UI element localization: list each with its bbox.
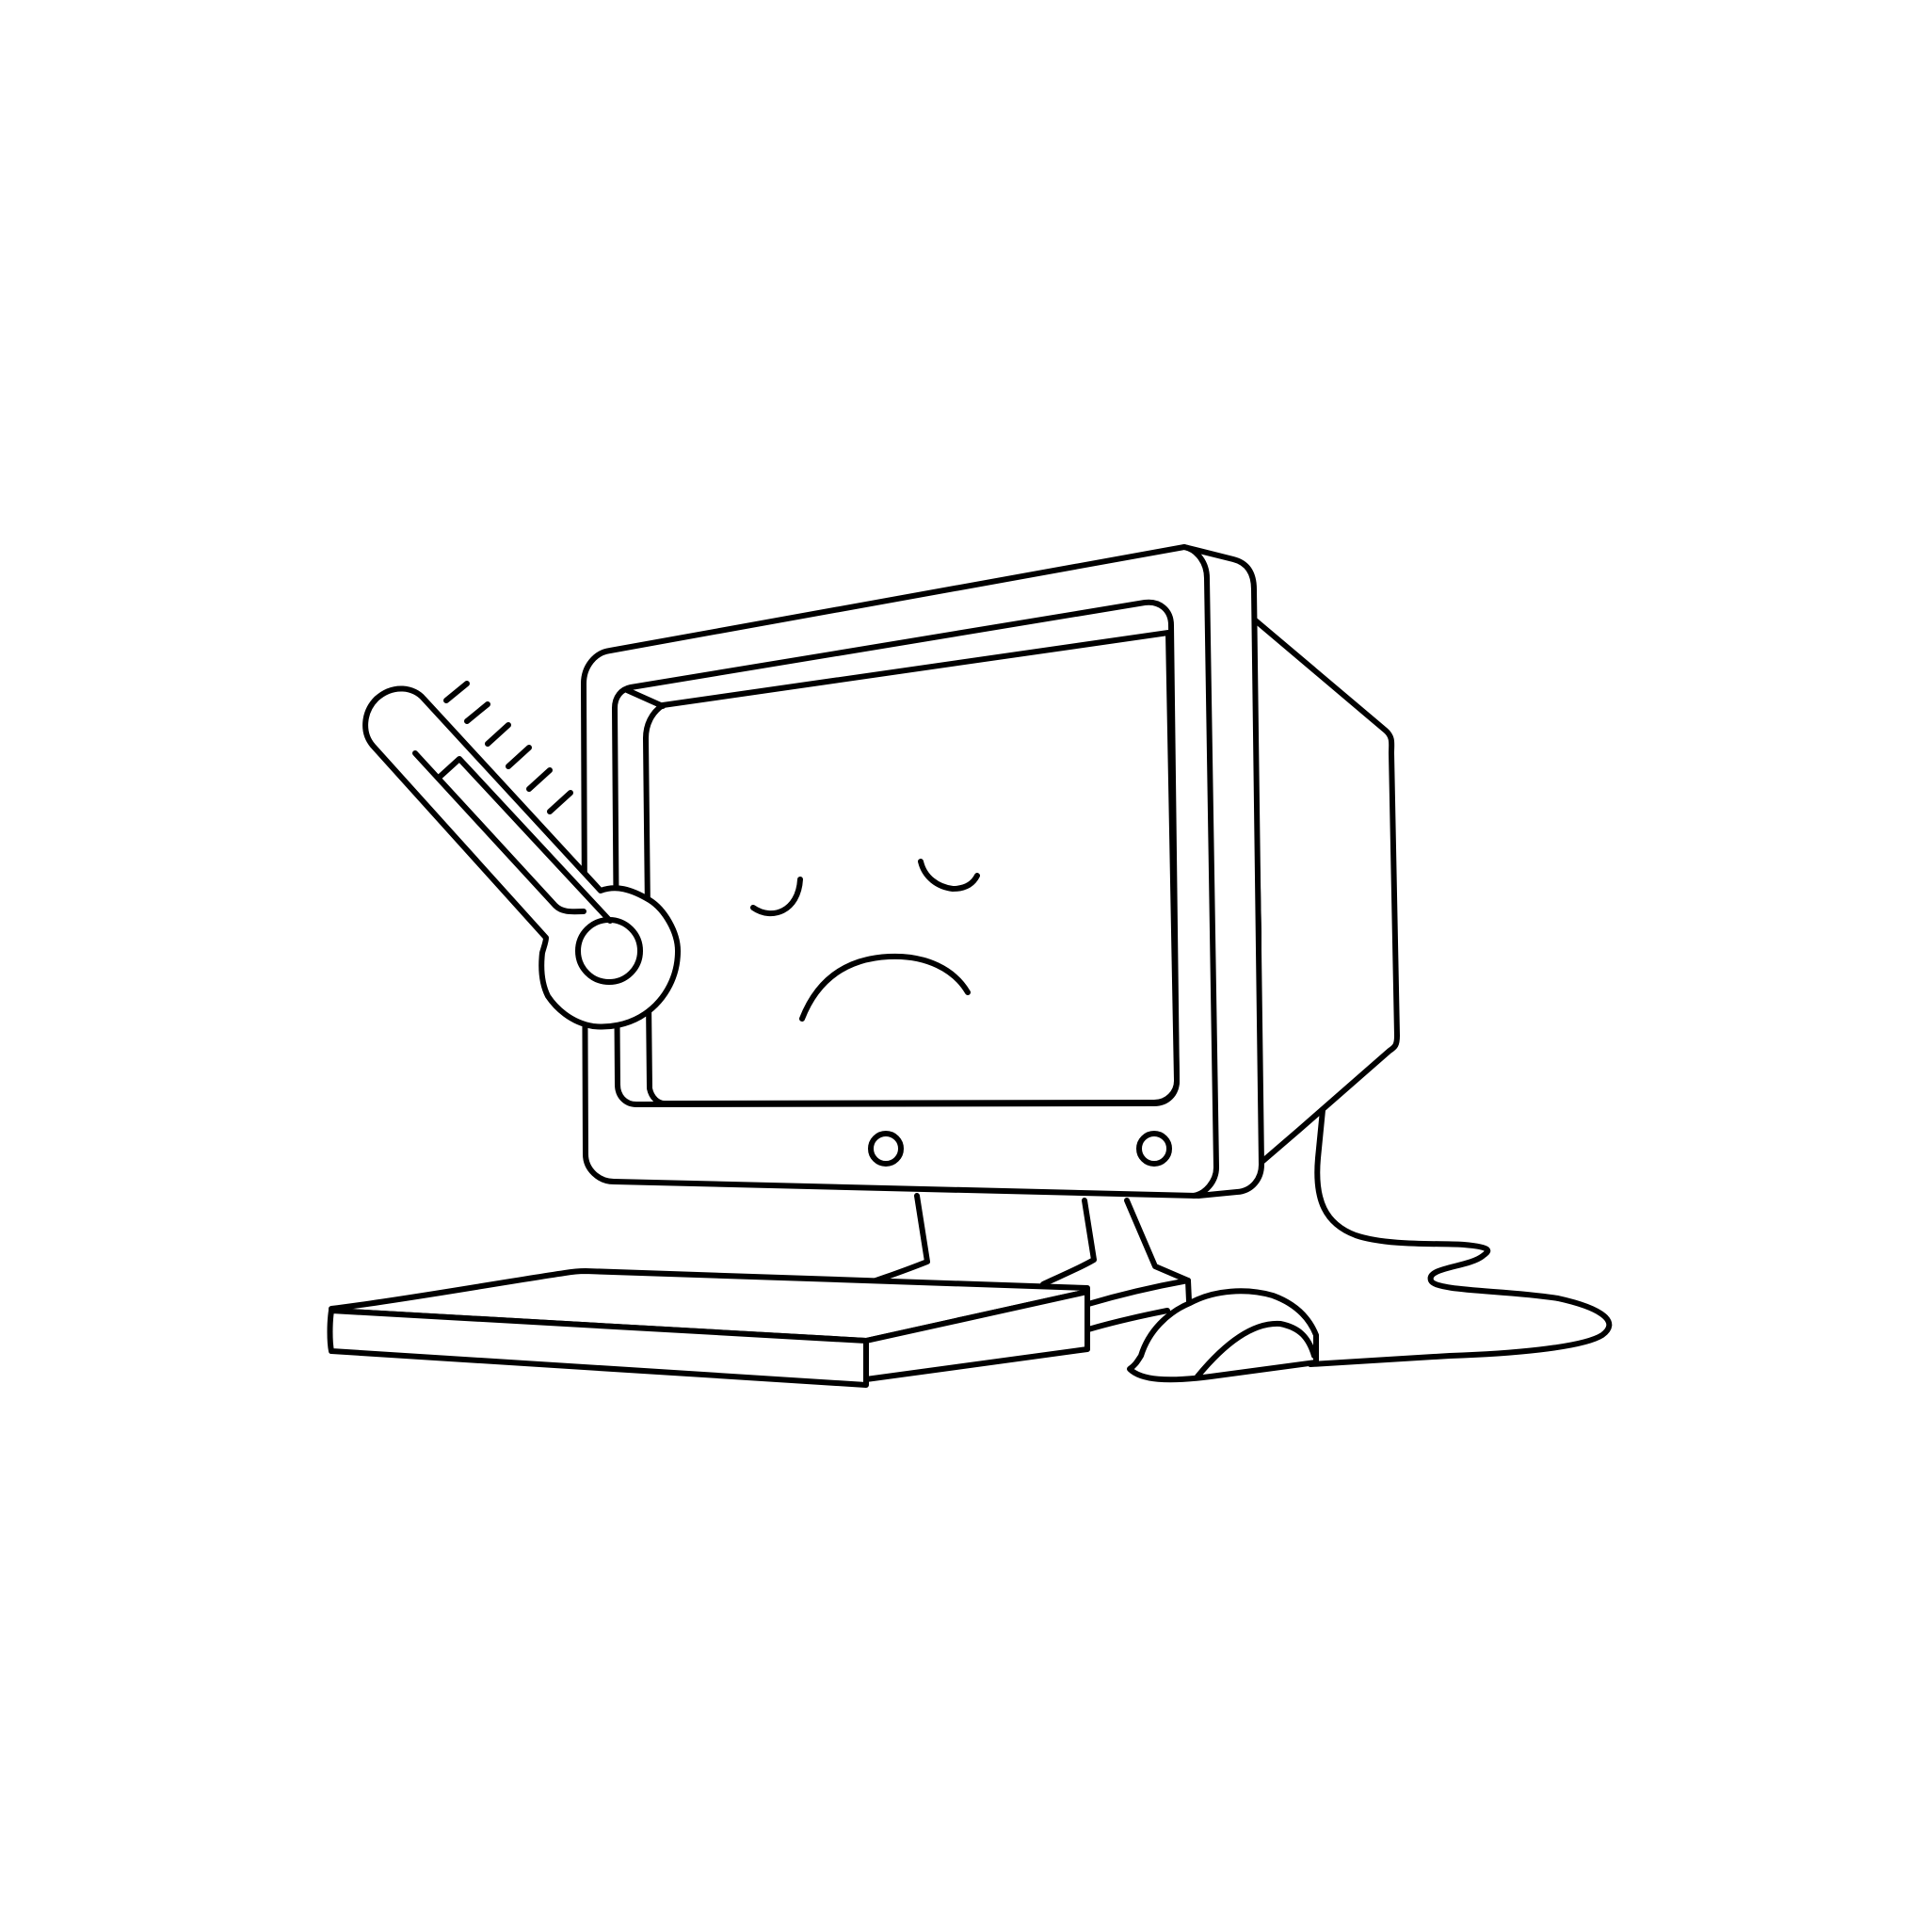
mouse-cable bbox=[1308, 1107, 1613, 1367]
stand-base-right bbox=[1124, 1198, 1192, 1304]
thermometer-icon bbox=[362, 681, 681, 1030]
stand-left-leg bbox=[844, 1193, 930, 1293]
frown-mouth bbox=[799, 953, 971, 1022]
thermometer-mercury-tube bbox=[412, 750, 613, 924]
power-button bbox=[868, 1131, 904, 1167]
keyboard-icon bbox=[327, 1268, 1191, 1388]
thermometer-scale bbox=[443, 681, 573, 814]
menu-button bbox=[1136, 1131, 1172, 1167]
keyboard-front bbox=[327, 1308, 869, 1388]
keyboard-side bbox=[863, 1289, 1090, 1382]
mouse-body bbox=[1127, 1288, 1319, 1383]
keyboard-top bbox=[329, 1268, 1090, 1344]
mouse-icon bbox=[1127, 1288, 1319, 1383]
thermometer-bulb bbox=[575, 917, 643, 985]
right-eye-closed bbox=[918, 859, 980, 892]
screen-display bbox=[643, 630, 1180, 1106]
mouse-split-line bbox=[1195, 1320, 1317, 1379]
sad-face-icon bbox=[750, 859, 980, 1022]
screen-inner-corner-line bbox=[624, 687, 666, 709]
keyboard-cable bbox=[1085, 1278, 1191, 1332]
stand-right-leg bbox=[1040, 1198, 1097, 1287]
monitor-case-bezel-edge bbox=[1181, 544, 1219, 1199]
monitor-back-housing bbox=[1249, 615, 1400, 1167]
left-eye-closed bbox=[750, 877, 803, 917]
